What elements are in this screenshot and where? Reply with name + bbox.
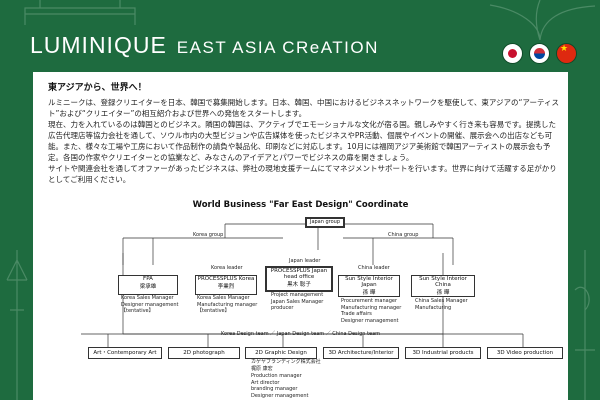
paragraph: ルミニークは、登録クリエイターを日本、韓国で募集開始します。日本、韓国、中国にお… (48, 98, 560, 118)
sunstyle-china-box: Sun Style Interior China 孫 曄 (411, 275, 475, 297)
header: LUMINIQUE EAST ASIA CReATION ★ (0, 0, 600, 72)
palm-decoration-icon (489, 0, 596, 40)
fpa-box: FPA 梁承雄 (118, 275, 178, 295)
paragraph: 現在、力を入れているのは韓国とのビジネス。隣国の韓国は、アクティブでエモーショナ… (48, 120, 556, 162)
processplus-japan-box: PROCESSPLUS Japan head office 黒木 聡子 (265, 266, 333, 292)
graphic-design-company: カゲヤブランディング株式会社 梶原 康宏 (251, 359, 321, 372)
brand-logo: LUMINIQUE EAST ASIA CReATION (30, 32, 379, 59)
paragraph: サイトや関連会社を通してオファーがあったビジネスは、弊社の現地支援チームにてマネ… (48, 164, 557, 184)
japan-group-box: Japan group (305, 217, 345, 228)
korea-flag-icon[interactable] (529, 43, 550, 64)
design-team-label: Korea Design team ／ Japan Design team ／ … (221, 331, 380, 337)
intro-text: ルミニークは、登録クリエイターを日本、韓国で募集開始します。日本、韓国、中国にお… (48, 97, 563, 185)
korea-group-label: Korea group (193, 232, 224, 238)
category-box: Art・Contemporary Art (88, 347, 162, 359)
korea-leader-label: Korea leader (211, 265, 243, 271)
category-box: 3D Industrial products (405, 347, 481, 359)
lamp-decoration-icon (6, 250, 28, 400)
page-title: 東アジアから、世界へ！ (48, 83, 147, 93)
org-chart-title: World Business "Far East Design" Coordin… (192, 200, 409, 210)
category-box: 2D photograph (168, 347, 240, 359)
china-flag-icon[interactable]: ★ (556, 43, 577, 64)
category-box: 3D Architecture/Interior (323, 347, 399, 359)
japan-leader-label: Japan leader (289, 258, 321, 264)
gate-decoration-icon (24, 0, 136, 25)
category-box: 3D Video production (487, 347, 563, 359)
language-flags: ★ (502, 43, 577, 64)
china-group-label: China group (388, 232, 419, 238)
ornament-decoration-icon (574, 250, 595, 400)
brand-sub: EAST ASIA CReATION (176, 38, 379, 57)
category-box: 2D Graphic Design (245, 347, 317, 359)
japan-flag-icon[interactable] (502, 43, 523, 64)
china-leader-label: China leader (358, 265, 390, 271)
content-card: 東アジアから、世界へ！ ルミニークは、登録クリエイターを日本、韓国で募集開始しま… (33, 72, 568, 400)
brand-main: LUMINIQUE (30, 32, 167, 58)
sunstyle-japan-box: Sun Style Interior Japan 孫 曄 (338, 275, 400, 297)
processplus-korea-box: PROCESSPLUS Korea 李業烈 (195, 275, 257, 295)
